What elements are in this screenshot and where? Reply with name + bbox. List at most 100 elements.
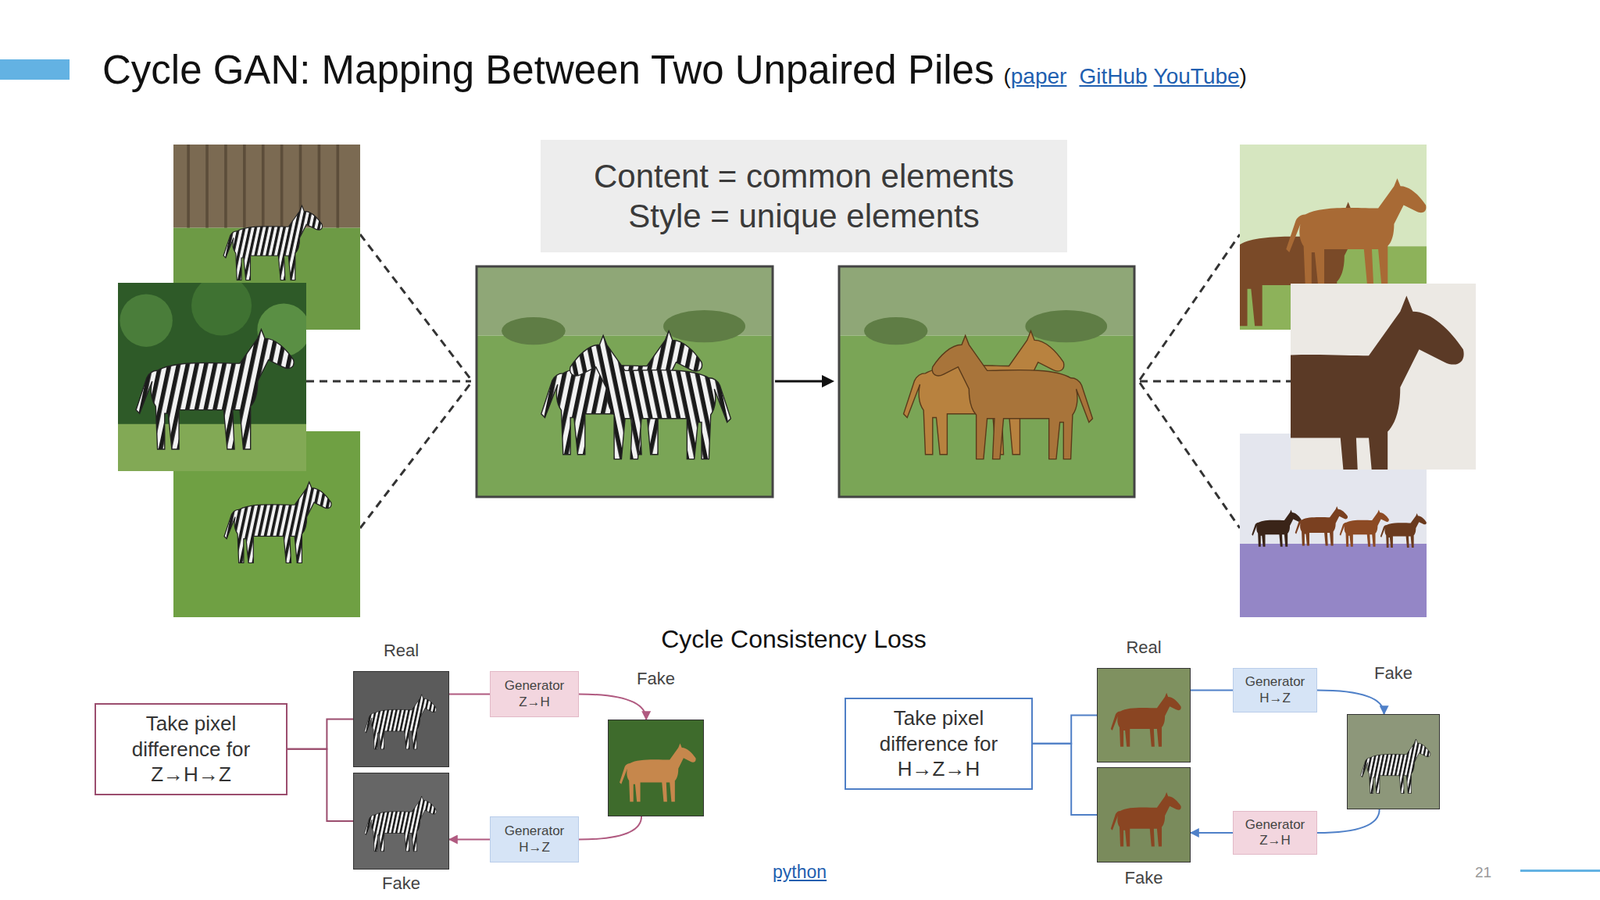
zebra-photo	[191, 275, 252, 336]
horse-photo	[1295, 506, 1348, 546]
connector	[287, 749, 354, 822]
generator-box: Generator Z→H	[489, 671, 579, 718]
image-heading: Fake	[636, 668, 675, 690]
loss-box: Take pixel difference for Z→H→Z	[94, 703, 288, 796]
horse-thumbnail	[1096, 667, 1191, 763]
horse-photo	[839, 266, 1135, 497]
zebra-thumbnail	[1346, 714, 1440, 810]
zebra-thumbnail	[364, 694, 437, 750]
concept-box: Content = common elementsStyle = unique …	[540, 139, 1068, 253]
image-heading: Real	[1125, 637, 1161, 658]
photo-frame	[839, 266, 1135, 497]
box-text: Generator H→Z	[1236, 674, 1314, 707]
horse-photo	[1025, 310, 1108, 343]
zebra-photo	[135, 329, 294, 450]
title-row: Cycle GAN: Mapping Between Two Unpaired …	[102, 46, 1247, 93]
footer-rule	[1520, 869, 1600, 872]
image-frame: Fake	[1346, 714, 1440, 810]
connector	[1190, 689, 1233, 692]
dashed-leader	[306, 380, 472, 383]
connector	[449, 839, 490, 841]
image-frame: Fake	[1096, 767, 1191, 863]
zebra-photo	[117, 424, 307, 472]
dashed-leader	[306, 234, 1291, 529]
photo-frame	[476, 266, 773, 497]
dashed-leader	[360, 234, 472, 380]
horse-photo	[864, 317, 928, 345]
box-text: Content = common elements	[593, 156, 1015, 197]
horse-photo	[1185, 283, 1476, 508]
connector	[1317, 809, 1380, 833]
horse-thumbnail	[1096, 667, 1191, 763]
connector	[1190, 832, 1233, 834]
image-heading: Fake	[1125, 867, 1164, 889]
zebra-thumbnail	[353, 772, 450, 870]
transform-arrow	[775, 375, 835, 388]
zebra-thumbnail	[353, 671, 450, 768]
horse-photo	[1339, 510, 1390, 547]
horse-photo	[932, 335, 1093, 460]
zebra-photo	[501, 317, 566, 345]
zebra-photo	[117, 275, 311, 472]
connector	[1032, 743, 1097, 815]
zebra-photo	[224, 482, 332, 564]
box-text: Generator Z→H	[1236, 817, 1314, 850]
connector	[449, 693, 490, 696]
connector	[578, 694, 647, 721]
image-frame: Fake	[607, 719, 704, 817]
zebra-thumbnail	[1346, 714, 1440, 810]
connector	[287, 719, 354, 750]
footer-link: python	[772, 861, 827, 883]
box-text: Generator Z→H	[493, 678, 575, 711]
connector	[1317, 690, 1385, 715]
loss-box: Take pixel difference for H→Z→H	[844, 697, 1033, 790]
box-text: Style = unique elements	[628, 196, 979, 236]
horse-thumbnail	[607, 719, 704, 817]
connector	[1032, 715, 1097, 744]
generator-box: Generator H→Z	[489, 816, 579, 863]
zebra-photo	[119, 293, 172, 347]
image-frame: Fake	[353, 772, 450, 870]
accent-bar	[0, 59, 70, 80]
zebra-thumbnail	[364, 796, 437, 852]
horse-thumbnail	[1096, 767, 1191, 863]
generator-box: Generator H→Z	[1232, 667, 1318, 713]
image-heading: Real	[383, 640, 419, 661]
dashed-leader	[1139, 234, 1240, 380]
horse-photo	[1185, 295, 1464, 508]
image-frame: Real	[353, 671, 450, 768]
horse-photo	[1251, 510, 1301, 547]
horse-thumbnail	[607, 719, 704, 817]
image-frame: Real	[1096, 667, 1191, 763]
zebra-photo	[173, 144, 361, 229]
dashed-leader	[360, 382, 472, 529]
zebra-photo	[663, 310, 746, 343]
image-heading: Fake	[1374, 663, 1413, 684]
connector	[578, 816, 642, 840]
zebra-photo	[223, 205, 322, 280]
zebra-photo	[570, 335, 732, 460]
zebra-thumbnail	[353, 671, 450, 768]
zebra-thumbnail	[1360, 739, 1431, 793]
reference-link: GitHub	[1078, 64, 1147, 90]
slide-title: Cycle GAN: Mapping Between Two Unpaired …	[102, 46, 994, 93]
horse-photo	[1239, 543, 1427, 618]
reference-link: paper	[1010, 64, 1068, 90]
zebra-thumbnail	[353, 772, 450, 870]
parenthesis: (	[1003, 64, 1011, 90]
box-text: Take pixel difference for Z→H→Z	[107, 710, 275, 788]
box-text: Take pixel difference for H→Z→H	[857, 705, 1021, 783]
parenthesis: )	[1239, 64, 1247, 90]
horse-photo	[1380, 513, 1427, 548]
image-heading: Fake	[382, 873, 421, 894]
reference-link: YouTube	[1153, 64, 1240, 90]
dashed-leader	[1139, 380, 1291, 383]
horse-thumbnail	[1096, 767, 1191, 863]
horse-thumbnail	[1110, 792, 1182, 847]
zebra-photo	[188, 144, 338, 229]
zebra-photo	[476, 335, 773, 498]
horse-thumbnail	[1110, 692, 1182, 747]
horse-thumbnail	[619, 742, 697, 802]
